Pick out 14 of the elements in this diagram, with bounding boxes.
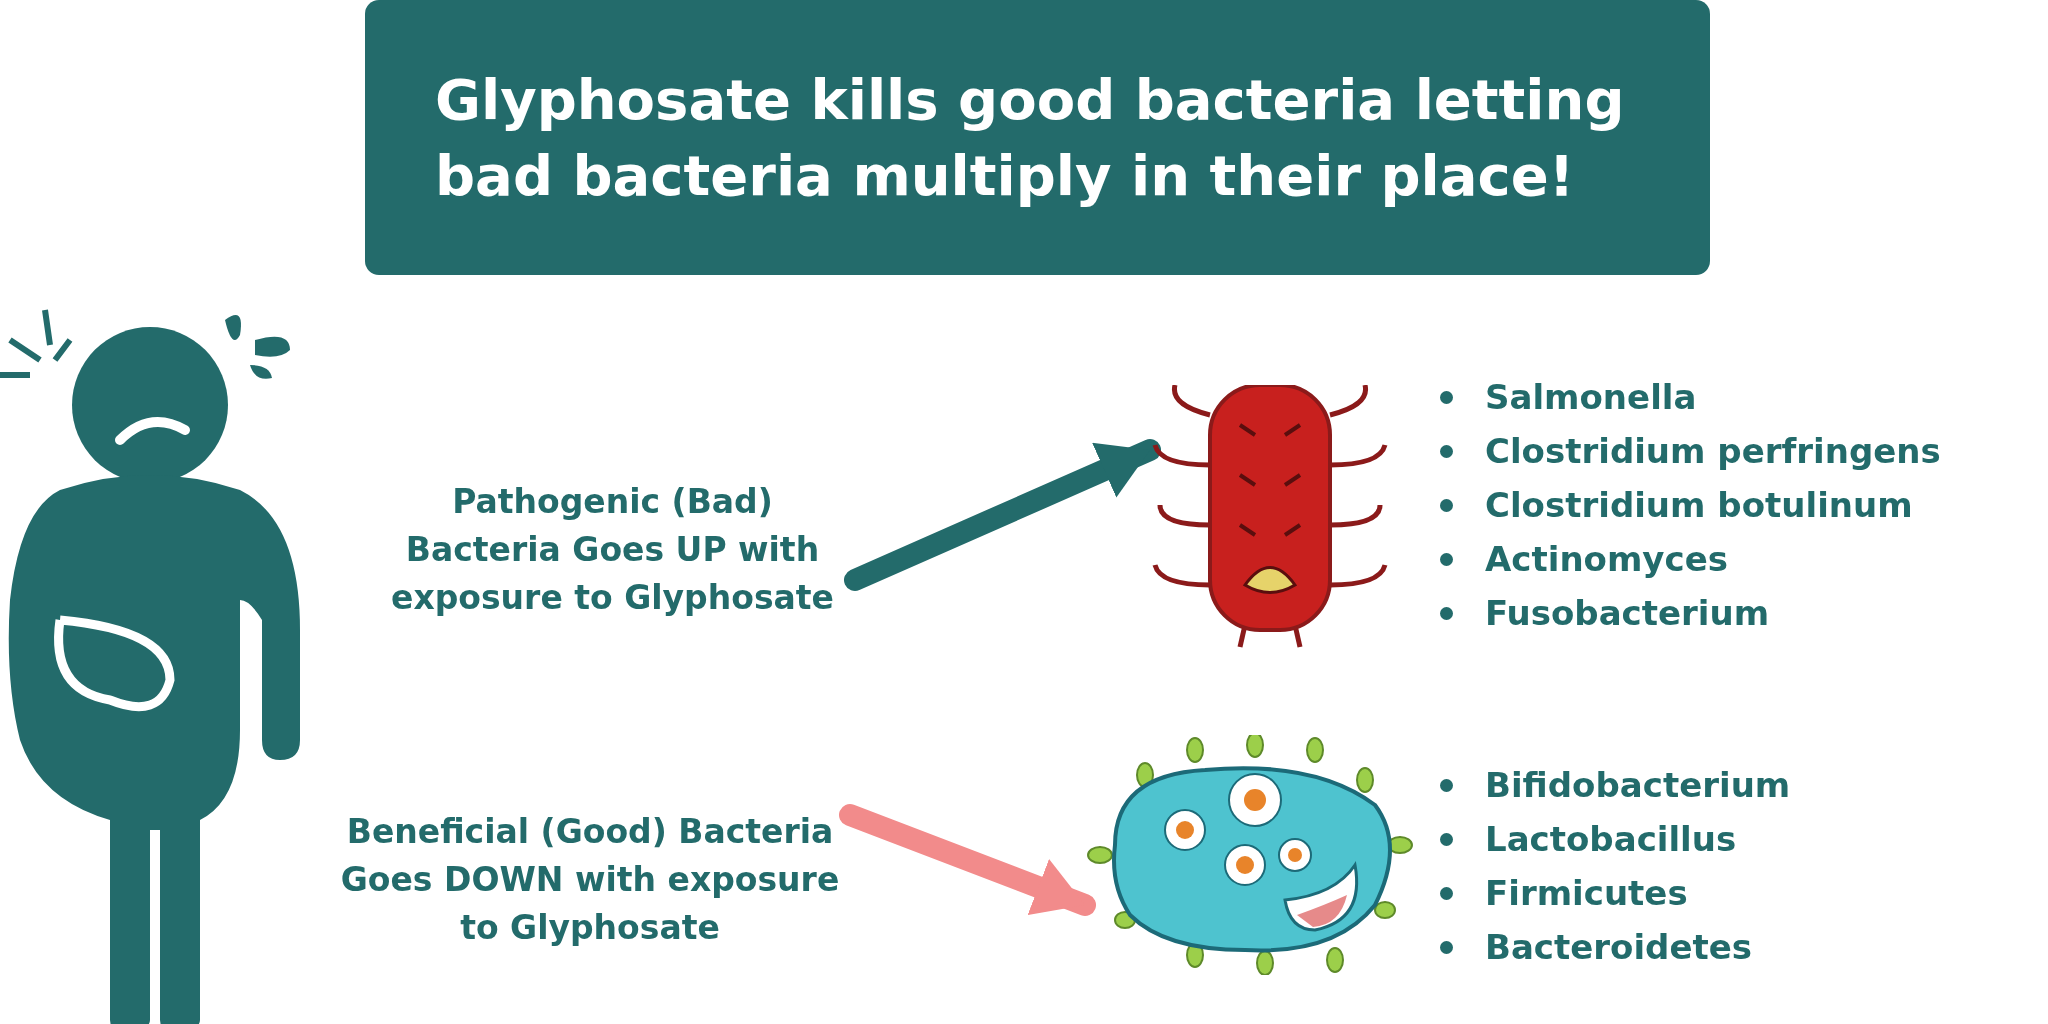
caption-text: Beneficial (Good) Bacteria Goes DOWN with exposure to Glyphosate bbox=[330, 770, 850, 990]
arrow bbox=[839, 804, 1096, 916]
list-item: Clostridium botulinum bbox=[1485, 484, 1913, 527]
list-item: Bifidobacterium bbox=[1485, 764, 1791, 807]
list-item: Clostridium perfringens bbox=[1485, 430, 1941, 473]
list-item: Actinomyces bbox=[1485, 538, 1728, 581]
list-item: Lactobacillus bbox=[1485, 818, 1737, 861]
arrow bbox=[844, 439, 1161, 591]
list-item: Bacteroidetes bbox=[1485, 926, 1753, 969]
list-item: Firmicutes bbox=[1485, 872, 1688, 915]
caption-text: Pathogenic (Bad) Bacteria Goes UP with exposure to Glyphosate bbox=[370, 440, 855, 660]
list-item: Salmonella bbox=[1485, 376, 1697, 419]
list-item: Fusobacterium bbox=[1485, 592, 1770, 635]
title-banner: Glyphosate kills good bacteria letting bad bacteria multiply in their place! bbox=[365, 0, 1710, 275]
